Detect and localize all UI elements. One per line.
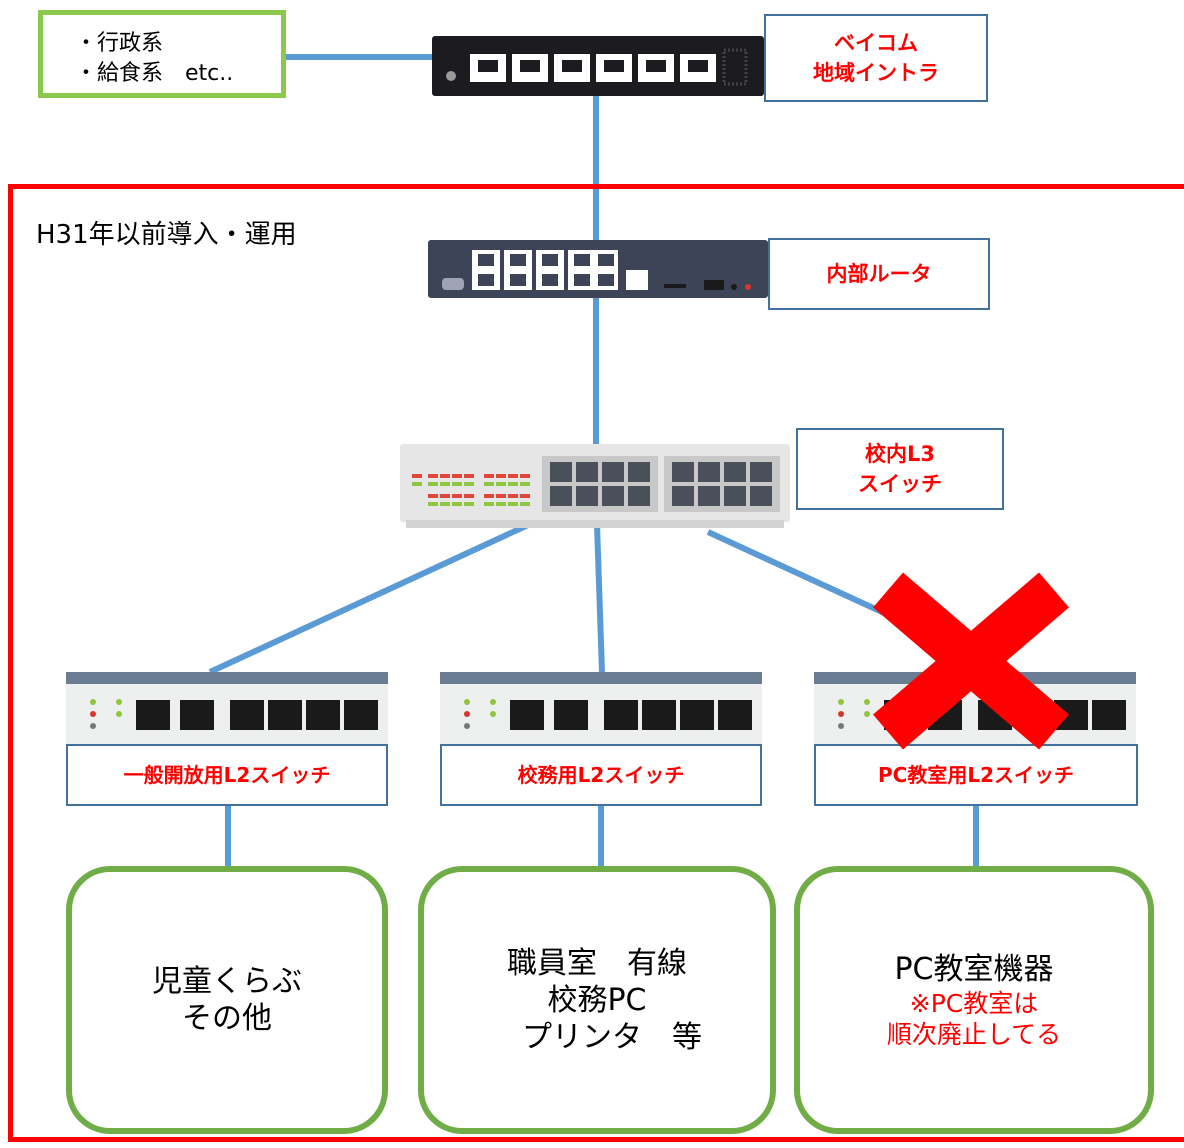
- upstream-switch-icon: [432, 36, 764, 96]
- endpoint-line: その他: [182, 1001, 272, 1036]
- endpoint-line: 職員室 有線: [507, 945, 687, 981]
- l3-switch-icon: [400, 444, 790, 528]
- frame-title: H31年以前導入・運用: [36, 220, 297, 250]
- legacy-network-item: ・行政系: [75, 31, 164, 56]
- upstream-label-line: ベイコム: [834, 31, 918, 55]
- l3-label-line: スイッチ: [858, 472, 942, 496]
- endpoint-line: PC教室機器: [894, 951, 1054, 987]
- endpoint-note: ※PC教室は: [909, 988, 1039, 1018]
- wire-l3-to-l2-pc: [706, 529, 897, 621]
- h31-deployment-frame: [8, 184, 1184, 1142]
- endpoint-line: 校務PC: [547, 982, 647, 1018]
- legacy-network-item: ・給食系 etc..: [75, 61, 234, 86]
- endpoint-note: 順次廃止してる: [886, 1019, 1062, 1049]
- wire-l3-to-l2-admin: [594, 524, 605, 673]
- endpoint-line: 児童くらぶ: [152, 964, 302, 999]
- endpoint-box: 職員室 有線 校務PC プリンタ 等: [418, 866, 776, 1134]
- l2-switch-label: PC教室用L2スイッチ: [814, 744, 1138, 806]
- l2-switch-label: 校務用L2スイッチ: [440, 744, 762, 806]
- endpoint-box: 児童くらぶ その他: [66, 866, 388, 1134]
- l2-switch-label: 一般開放用L2スイッチ: [66, 744, 388, 806]
- endpoint-line: プリンタ 等: [492, 1019, 702, 1055]
- legacy-networks-box: ・行政系 ・給食系 etc..: [38, 10, 286, 98]
- upstream-label: ベイコム 地域イントラ: [764, 14, 988, 102]
- l2-switch-admin-icon: [440, 672, 762, 746]
- router-label: 内部ルータ: [768, 238, 990, 310]
- wire-l3-to-l2-general: [208, 522, 530, 675]
- l3-label: 校内L3 スイッチ: [796, 428, 1004, 510]
- l3-label-line: 校内L3: [865, 442, 935, 466]
- router-icon: [428, 240, 768, 298]
- discontinued-cross-icon: [873, 572, 1069, 750]
- upstream-label-line: 地域イントラ: [813, 61, 939, 85]
- l2-switch-general-icon: [66, 672, 388, 746]
- endpoint-box: PC教室機器 ※PC教室は 順次廃止してる: [794, 866, 1154, 1134]
